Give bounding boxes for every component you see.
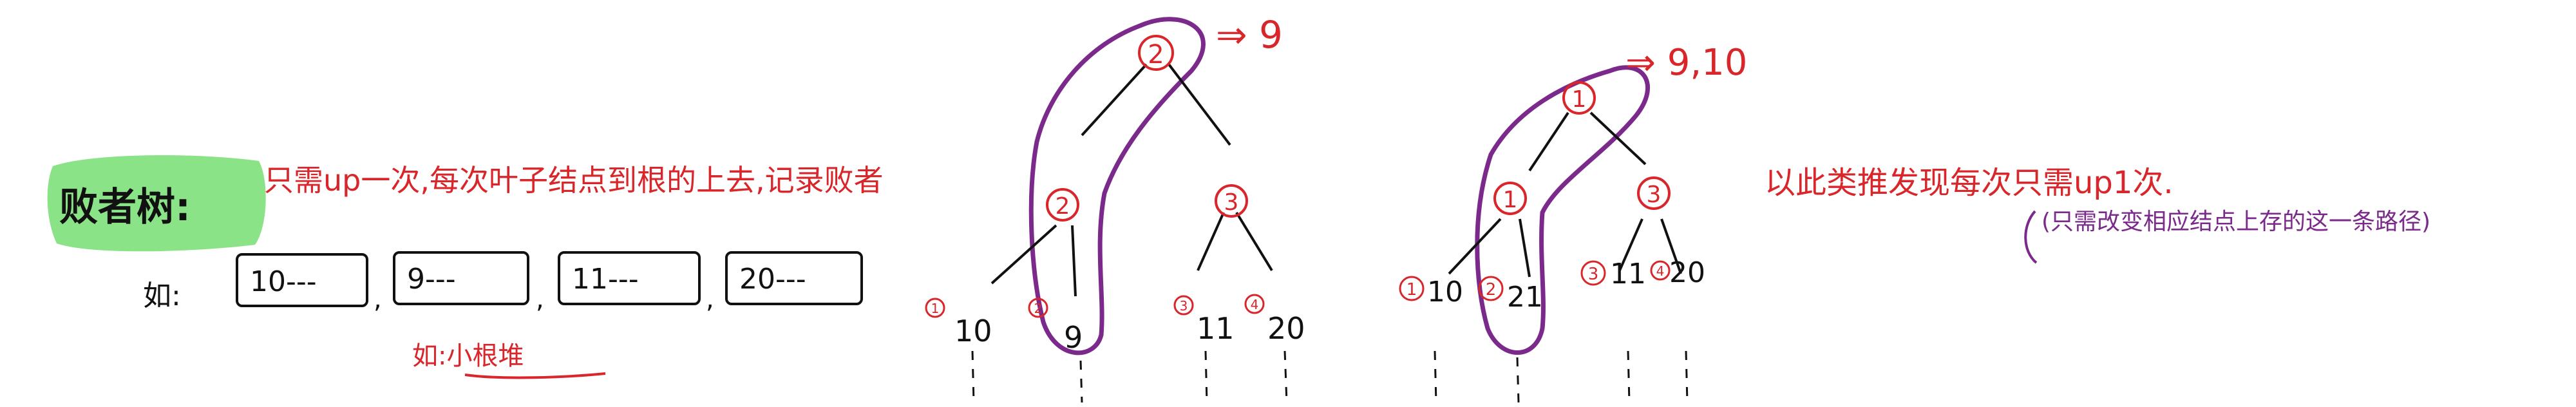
title-label: 败者树: [59,185,191,230]
tree-2-leaf-1: 10 [1427,276,1463,308]
tree-2-leaf-id-4: 4 [1656,263,1665,279]
tree-2-root: 1 [1572,86,1587,113]
tree-1-leaf-2: 9 [1064,320,1083,355]
right-sub: (只需改变相应结点上存的这一条路径) [2041,209,2430,235]
example-comma-1: , [374,285,382,314]
tree-1-leaf-4: 20 [1267,311,1305,346]
tree-2: 1 ⇒ 9,10 1 3 1 2 3 4 10 21 11 20 [1399,42,1747,403]
example-run-4: 20--- [725,251,863,305]
title-description: 只需up一次,每次叶子结点到根的上去,记录败者 [264,163,884,198]
example-prefix: 如: [143,279,181,312]
tree-2-path-outline [1475,65,1650,355]
tree-2-leaf-id-2: 2 [1486,280,1497,299]
tree-1-leaf-1: 10 [954,314,992,348]
tree-2-mid-left: 1 [1503,187,1518,213]
tree-1-leaf-id-4: 4 [1251,297,1259,312]
tree-1-mid-right: 3 [1224,189,1239,216]
tree-1-mid-left: 2 [1056,193,1070,220]
example-comma-3: , [706,285,714,314]
example-run-4-text: 20--- [739,263,806,296]
tree-2-leaf-id-3: 3 [1588,265,1599,284]
example-run-1: 10--- [236,253,368,307]
tree-1-leaf-id-1: 1 [931,301,940,316]
example-note: 如:小根堆 [412,341,524,371]
tree-2-root-result: ⇒ 9,10 [1625,42,1747,84]
title-highlight [47,155,266,252]
right-sub-open-paren [2024,210,2038,264]
example-run-3: 11--- [558,251,701,305]
example-run-3-text: 11--- [572,263,639,296]
tree-1-leaf-3: 11 [1197,311,1235,346]
tree-2-leaf-2: 21 [1507,281,1543,314]
example-run-2-text: 9--- [407,263,456,296]
tree-2-leaf-4: 20 [1669,256,1705,289]
example-comma-2: , [536,285,544,314]
tree-1-root: 2 [1148,40,1164,70]
tree-2-mid-right: 3 [1647,182,1662,208]
tree-1-root-result: ⇒ 9 [1216,13,1283,57]
tree-2-leaf-3: 11 [1610,258,1646,290]
tree-2-leaf-id-1: 1 [1406,280,1417,299]
example-note-underline [464,372,606,379]
tree-1-leaf-id-3: 3 [1180,298,1188,314]
tree-1-path-outline [1028,17,1206,355]
example-run-2: 9--- [393,251,529,305]
right-note: 以此类推发现每次只需up1次. [1765,165,2174,201]
tree-1: 2 ⇒ 9 2 3 1 2 3 4 10 9 11 20 [925,13,1305,403]
tree-1-leaf-id-2: 2 [1034,301,1043,316]
example-run-1-text: 10--- [250,265,317,298]
